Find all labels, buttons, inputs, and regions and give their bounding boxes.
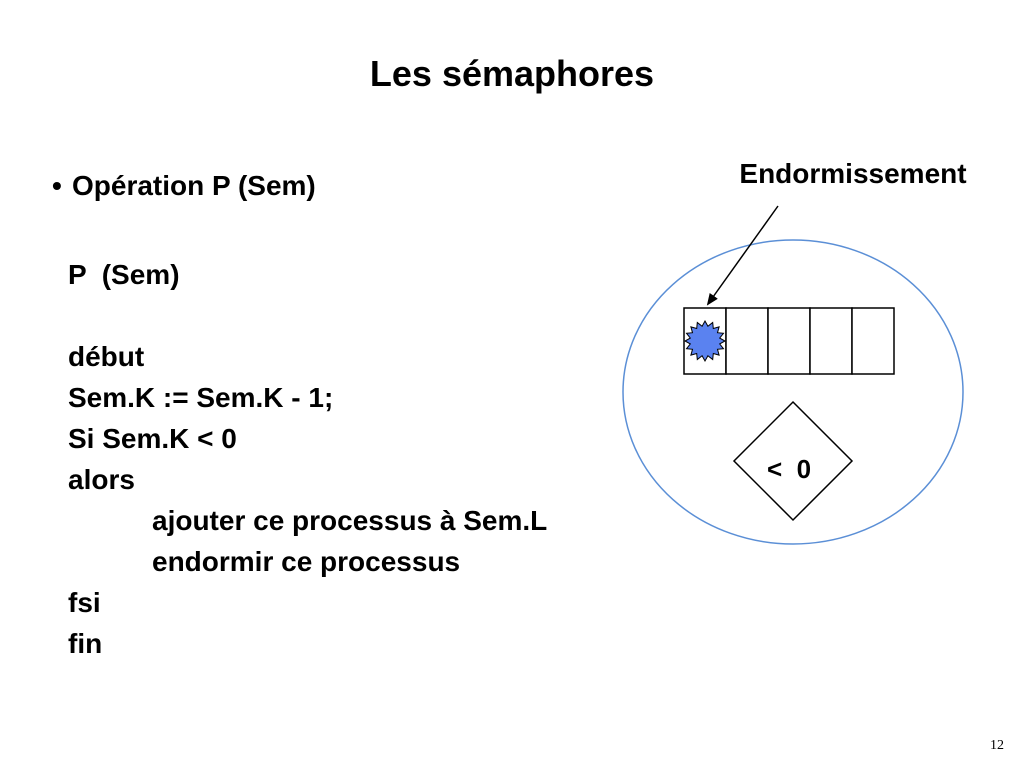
queue-slot [725,307,769,375]
queue-slot [809,307,853,375]
sleep-label: Endormissement [739,158,966,189]
waiting-queue [683,307,895,375]
code-line-indented: ajouter ce processus à Sem.L [152,505,548,536]
code-line: fsi [68,587,101,618]
queue-slot [851,307,895,375]
code-line-indented: endormir ce processus [152,546,461,577]
code-line: Sem.K := Sem.K - 1; [68,382,334,413]
bullet-dot-icon: • [52,170,62,201]
condition-diamond [732,400,854,522]
semaphore-circle [622,239,964,545]
slide-title: Les sémaphores [369,53,655,94]
page-number: 12 [990,738,1004,753]
sleeping-process-icon [683,319,727,363]
code-line: P (Sem) [68,259,180,290]
code-line: Si Sem.K < 0 [68,423,237,454]
code-line: fin [68,628,103,659]
pseudocode-block: P (Sem) début Sem.K := Sem.K - 1; Si Sem… [68,254,547,664]
queue-slot [767,307,811,375]
queue-slot [683,307,727,375]
condition-label: < 0 [767,454,811,484]
code-line-blank [68,295,547,336]
code-line: alors [68,464,135,495]
bullet-item: • Opération P (Sem) [52,166,316,206]
bullet-text: Opération P (Sem) [72,170,316,201]
code-line: début [68,341,145,372]
pointer-arrow [706,205,779,306]
